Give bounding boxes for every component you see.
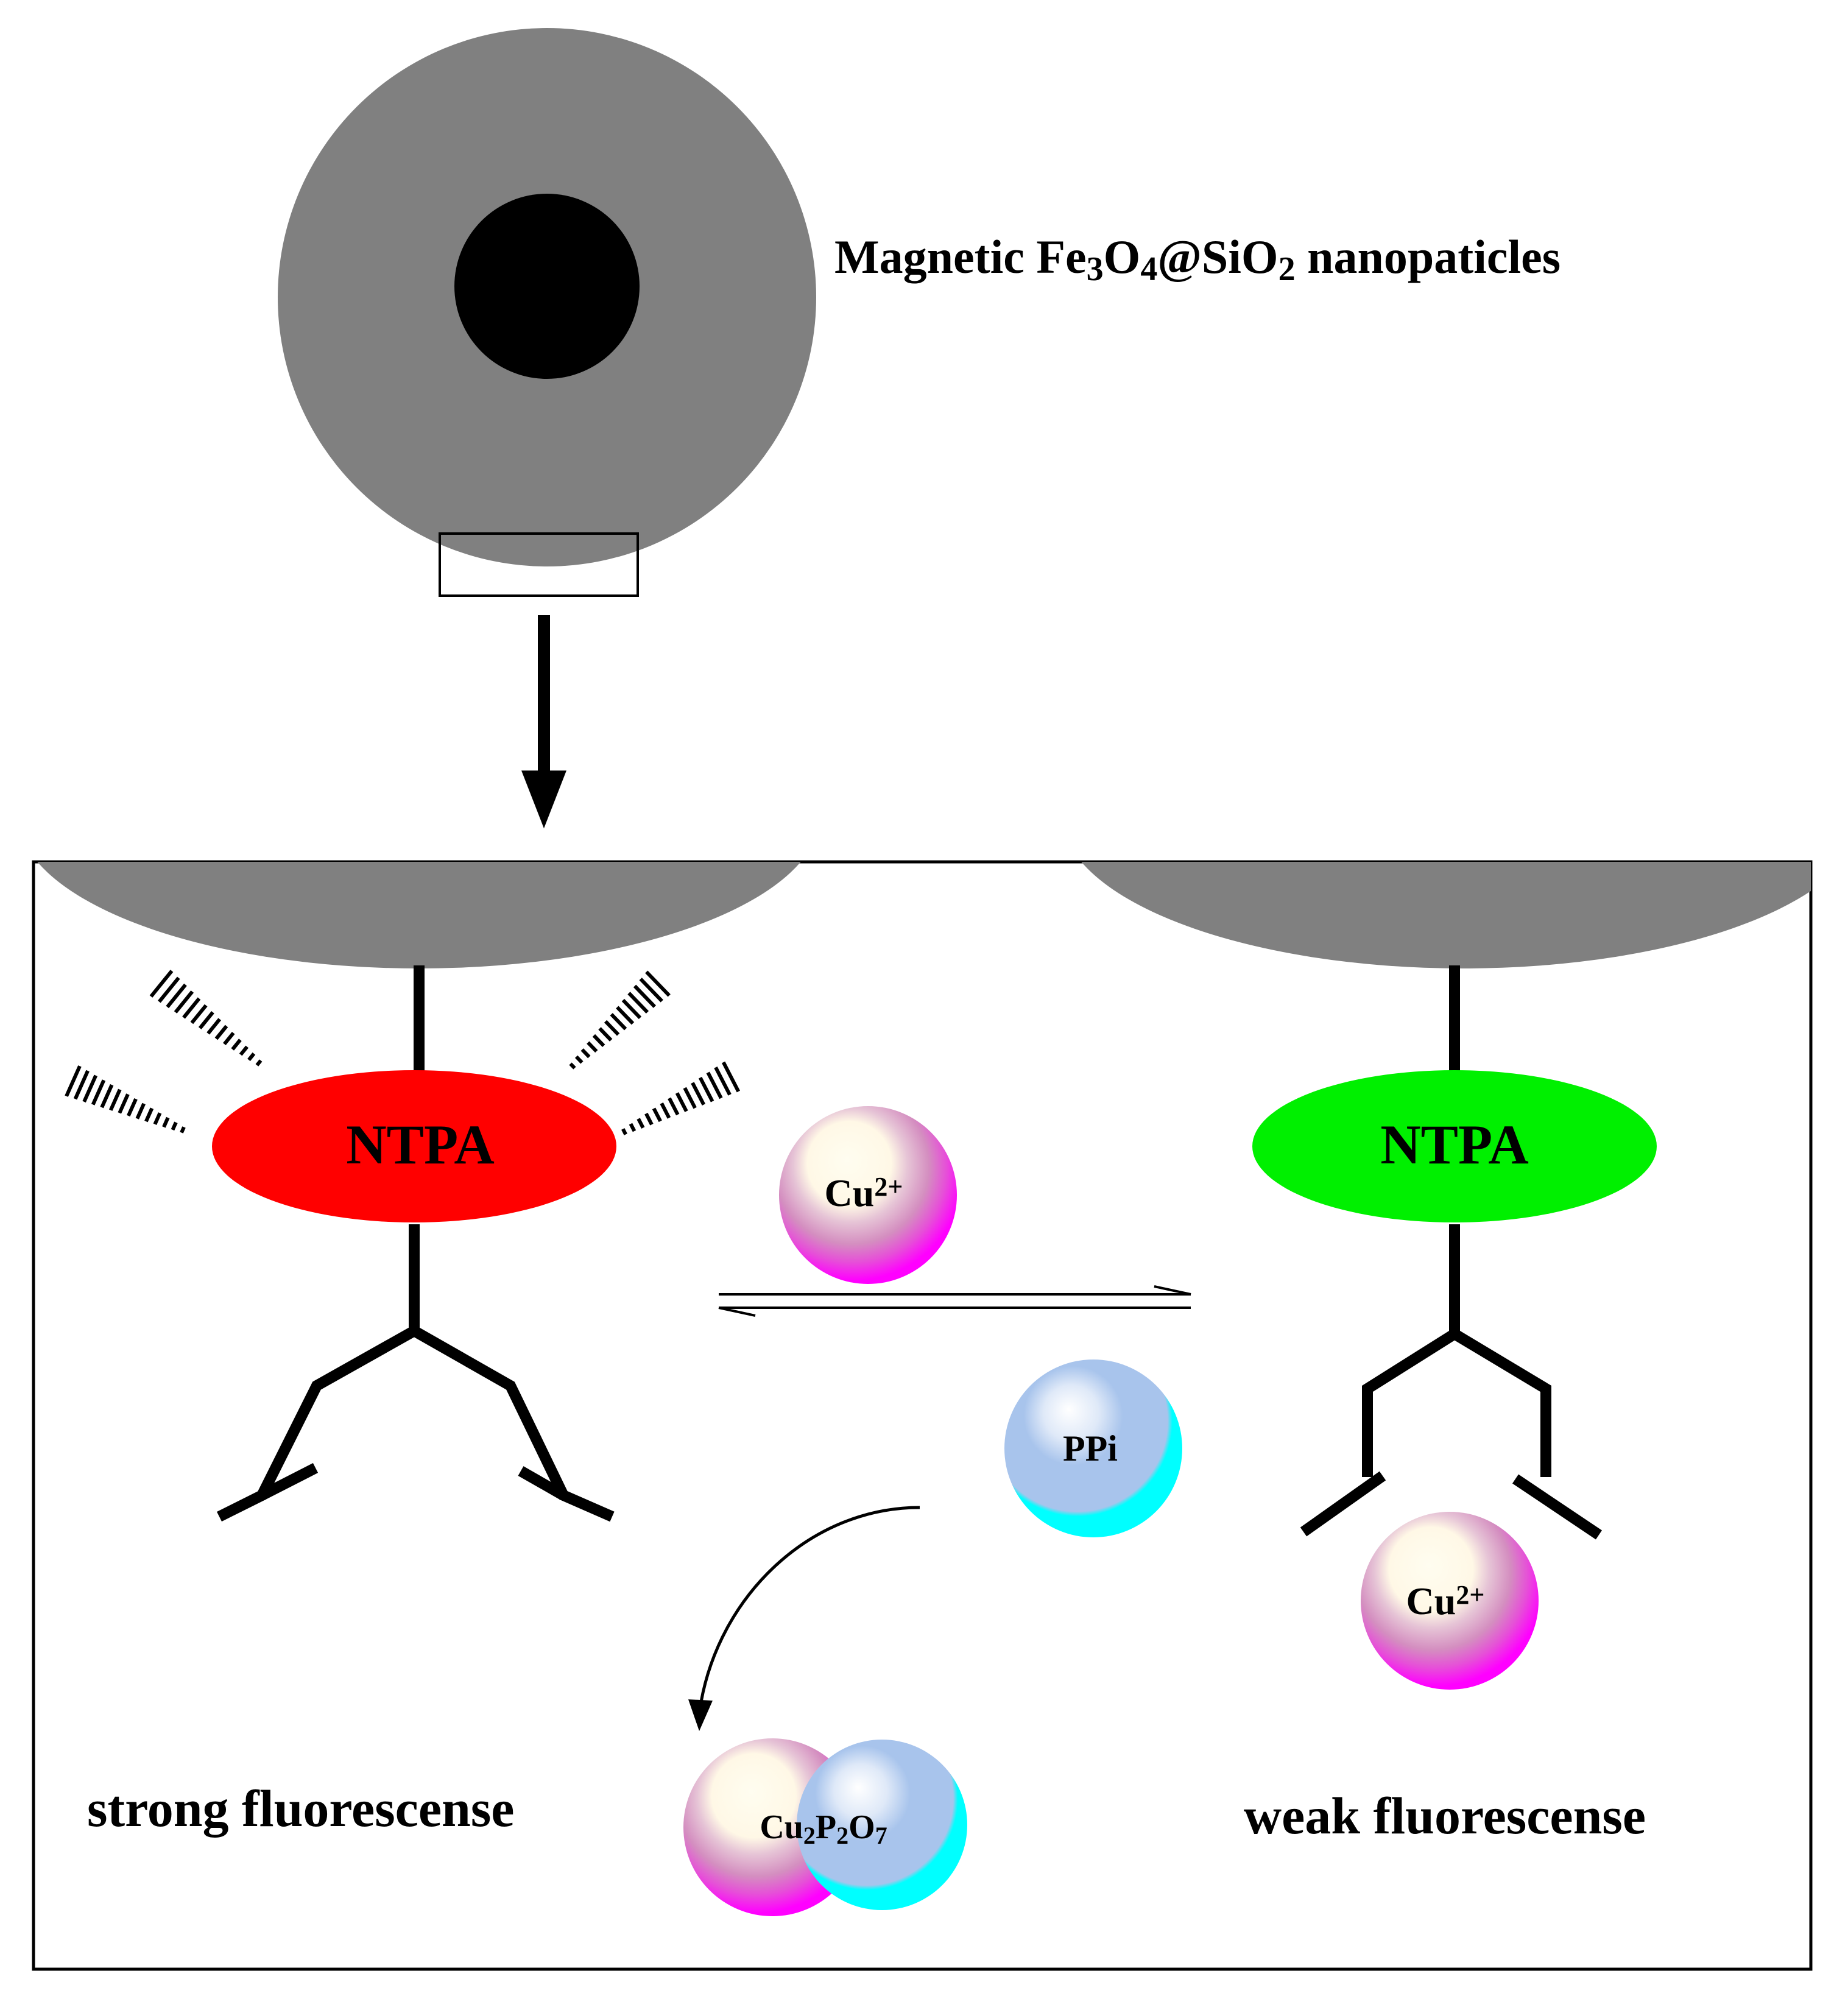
ray-tick (108, 1088, 122, 1111)
ray-tick (683, 1087, 697, 1109)
ntpa-left-label: NTPA (346, 1113, 495, 1176)
ray-tick (247, 1052, 256, 1062)
ray-tick (180, 1126, 186, 1134)
ray-tick (214, 1024, 228, 1040)
ray-tick (610, 1013, 627, 1031)
ray-tick (721, 1061, 741, 1093)
surface-right (1081, 862, 1811, 968)
emission-rays (65, 970, 741, 1135)
ray-tick (118, 1093, 130, 1114)
ppi-ion: PPi (1004, 1359, 1182, 1537)
ray-tick (587, 1041, 598, 1053)
ray-tick (652, 1107, 662, 1123)
ray-tick (592, 1034, 605, 1048)
ray-tick (660, 1102, 671, 1119)
nanoparticle-label: Magnetic Fe3O4@SiO2 nanopaticles (834, 230, 1561, 288)
ray-tick (135, 1102, 146, 1120)
ray-tick (174, 990, 194, 1014)
ray-tick (231, 1039, 242, 1051)
ray-tick (65, 1065, 82, 1097)
cu2p2o7-complex: Cu2P2O7 (683, 1738, 967, 1916)
weak-fluorescence-label: weak fluorescense (1244, 1786, 1646, 1845)
surface-left (37, 862, 801, 968)
ray-tick (633, 984, 657, 1008)
nanoparticle (278, 28, 816, 597)
ray-tick (127, 1098, 138, 1117)
ray-tick (162, 1116, 170, 1128)
ray-tick (639, 978, 663, 1003)
svg-text:Cu2+: Cu2+ (1406, 1579, 1485, 1623)
ray-tick (629, 1123, 637, 1132)
ray-tick (82, 1074, 98, 1103)
ray-tick (574, 1055, 584, 1064)
svg-text:Cu2+: Cu2+ (825, 1171, 903, 1215)
ray-tick (158, 976, 180, 1003)
ray-tick (675, 1092, 688, 1112)
ray-tick (153, 1112, 162, 1125)
ray-tick (166, 983, 187, 1009)
ray-tick (198, 1011, 214, 1029)
ntpa-right-label: NTPA (1380, 1113, 1529, 1176)
zoom-arrow (521, 615, 566, 828)
ray-tick (149, 970, 174, 998)
ray-tick (569, 1062, 576, 1070)
ray-tick (627, 992, 649, 1014)
ray-tick (239, 1045, 249, 1056)
magnetic-core (454, 194, 640, 379)
probe-right (1300, 965, 1603, 1540)
svg-text:Cu2P2O7: Cu2P2O7 (760, 1808, 887, 1849)
ray-tick (644, 1112, 654, 1126)
ray-tick (223, 1031, 235, 1046)
strong-fluorescence-label: strong fluorescense (87, 1779, 514, 1838)
ray-tick (144, 1107, 154, 1123)
zoom-box (439, 532, 639, 597)
ray-tick (73, 1070, 90, 1100)
ray-tick (691, 1082, 706, 1106)
ray-tick (190, 1004, 208, 1024)
ray-tick (580, 1048, 591, 1059)
ray-tick (645, 970, 671, 997)
ray-tick (255, 1059, 263, 1067)
ray-tick (91, 1079, 106, 1106)
ray-tick (668, 1097, 680, 1116)
equilibrium-arrows (718, 1285, 1191, 1317)
ray-tick (598, 1027, 613, 1042)
ray-tick (206, 1018, 222, 1035)
cu-ion-bound: Cu2+ (1361, 1512, 1539, 1690)
reaction-arrow (688, 1506, 920, 1731)
cu-ion-top: Cu2+ (779, 1106, 957, 1284)
ray-tick (100, 1084, 114, 1109)
ray-tick (621, 1128, 627, 1135)
ntpa-quenched (1252, 1070, 1657, 1222)
ray-tick (182, 997, 201, 1019)
ray-tick (621, 998, 642, 1020)
ray-tick (604, 1020, 620, 1036)
ray-tick (171, 1121, 178, 1131)
ray-tick (637, 1118, 645, 1129)
ray-tick (698, 1076, 714, 1102)
probe-left (216, 965, 615, 1522)
ray-tick (616, 1006, 635, 1025)
ntpa-emissive (212, 1070, 616, 1222)
svg-text:PPi: PPi (1063, 1428, 1118, 1469)
ray-tick (714, 1067, 732, 1096)
ray-tick (706, 1071, 723, 1099)
